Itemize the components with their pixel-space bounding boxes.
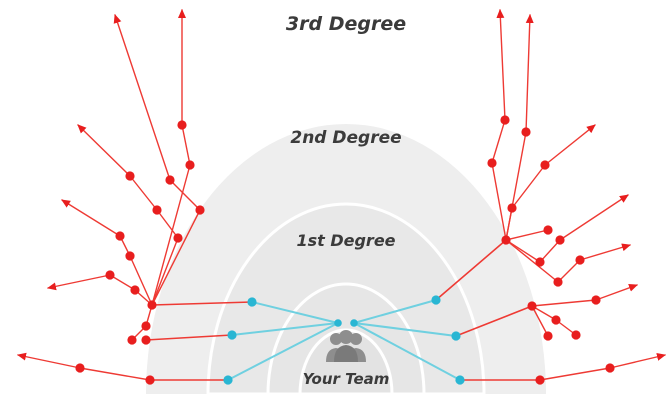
second-degree-link xyxy=(151,301,253,306)
third-degree-link xyxy=(79,367,151,381)
network-nodes xyxy=(75,115,615,385)
third-degree-node xyxy=(173,233,183,243)
third-degree-node xyxy=(125,171,135,181)
second-degree-node xyxy=(501,235,511,245)
third-degree-node xyxy=(130,285,140,295)
third-degree-node xyxy=(571,330,581,340)
first-degree-link xyxy=(353,322,461,381)
third-degree-node xyxy=(521,127,531,137)
third-degree-link xyxy=(109,274,136,291)
third-degree-link xyxy=(511,164,546,209)
third-degree-node xyxy=(177,120,187,130)
outward-arrow-link xyxy=(77,124,131,177)
third-degree-node xyxy=(555,235,565,245)
third-degree-node xyxy=(551,315,561,325)
third-degree-node xyxy=(125,251,135,261)
first-degree-node xyxy=(451,331,461,341)
third-degree-node xyxy=(575,255,585,265)
third-degree-node xyxy=(500,115,510,125)
third-degree-link xyxy=(539,367,611,381)
outward-arrow-link xyxy=(113,14,171,181)
first-degree-link xyxy=(353,322,457,337)
third-degree-link xyxy=(491,119,506,164)
outward-arrow-link xyxy=(525,14,534,133)
third-degree-node xyxy=(540,160,550,170)
third-degree-link xyxy=(531,305,557,321)
outward-arrow-link xyxy=(496,9,506,121)
third-degree-link xyxy=(156,209,179,239)
first-degree-node xyxy=(223,375,233,385)
outward-arrow-link xyxy=(47,274,111,291)
third-degree-link xyxy=(505,229,549,241)
third-degree-link xyxy=(505,207,513,241)
third-degree-link xyxy=(539,239,561,263)
second-degree-link xyxy=(455,305,533,337)
third-degree-node xyxy=(105,270,115,280)
second-degree-node xyxy=(535,375,545,385)
third-degree-node xyxy=(185,160,195,170)
third-degree-node xyxy=(591,295,601,305)
third-degree-node xyxy=(553,277,563,287)
third-degree-node xyxy=(507,203,517,213)
third-degree-link xyxy=(151,209,201,306)
third-degree-link xyxy=(151,164,191,306)
third-degree-node xyxy=(165,175,175,185)
third-degree-node xyxy=(487,158,497,168)
first-degree-node xyxy=(455,375,465,385)
third-degree-node xyxy=(195,205,205,215)
third-degree-node xyxy=(152,205,162,215)
first-degree-link xyxy=(251,301,339,324)
third-degree-node xyxy=(115,231,125,241)
first-degree-node xyxy=(431,295,441,305)
team-icon xyxy=(326,330,366,362)
third-degree-node xyxy=(127,335,137,345)
third-degree-link xyxy=(505,239,559,283)
ring-center xyxy=(298,328,394,394)
second-degree-node xyxy=(527,301,537,311)
first-degree-link xyxy=(231,322,339,336)
third-degree-link xyxy=(169,179,201,211)
third-degree-link xyxy=(151,237,179,306)
third-degree-node xyxy=(605,363,615,373)
third-degree-link xyxy=(129,255,153,306)
third-degree-node xyxy=(141,321,151,331)
third-degree-link xyxy=(531,299,597,307)
third-degree-link xyxy=(491,162,507,241)
third-degree-node xyxy=(543,331,553,341)
label-second-degree: 2nd Degree xyxy=(290,128,401,148)
label-first-degree: 1st Degree xyxy=(296,231,395,250)
second-degree-node xyxy=(145,375,155,385)
third-degree-link xyxy=(129,175,158,211)
second-degree-link xyxy=(435,239,507,301)
team-hub-node xyxy=(350,319,358,327)
third-degree-link xyxy=(181,124,191,166)
third-degree-link xyxy=(557,259,581,283)
second-degree-link xyxy=(145,334,233,341)
third-degree-node xyxy=(75,363,85,373)
first-degree-node xyxy=(247,297,257,307)
outward-arrow-link xyxy=(595,283,638,301)
network-edges xyxy=(17,9,666,381)
first-degree-link xyxy=(353,299,437,324)
first-degree-link xyxy=(227,322,339,381)
outward-arrow-link xyxy=(579,243,631,261)
third-degree-link xyxy=(531,305,549,337)
outward-arrow-link xyxy=(609,352,666,369)
outward-arrow-link xyxy=(559,194,629,241)
outward-arrow-link xyxy=(544,124,596,166)
third-degree-node xyxy=(535,257,545,267)
label-your-team: Your Team xyxy=(303,370,390,388)
outward-arrow-link xyxy=(61,199,121,237)
third-degree-node xyxy=(543,225,553,235)
second-degree-node xyxy=(147,300,157,310)
second-degree-node xyxy=(141,335,151,345)
third-degree-link xyxy=(505,239,541,263)
label-third-degree: 3rd Degree xyxy=(286,13,406,35)
outward-arrow-link xyxy=(17,352,81,369)
team-hub-node xyxy=(334,319,342,327)
first-degree-node xyxy=(227,330,237,340)
